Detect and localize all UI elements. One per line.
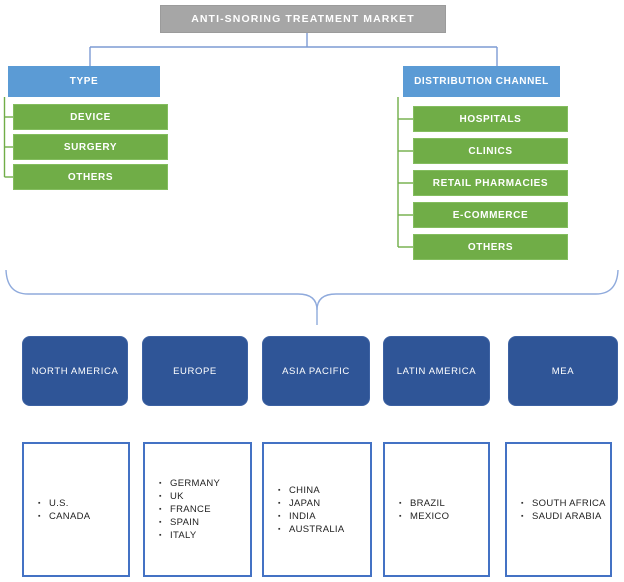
country-item: FRANCE: [159, 503, 220, 516]
countries-europe: GERMANY UK FRANCE SPAIN ITALY: [143, 442, 252, 577]
countries-asia-pacific: CHINA JAPAN INDIA AUSTRALIA: [262, 442, 372, 577]
segment-type: TYPE: [8, 66, 160, 97]
country-item: CHINA: [278, 484, 345, 497]
country-item: BRAZIL: [399, 497, 449, 510]
region-asia-pacific: ASIA PACIFIC: [262, 336, 370, 406]
country-item: GERMANY: [159, 477, 220, 490]
country-item: SOUTH AFRICA: [521, 497, 606, 510]
country-list: GERMANY UK FRANCE SPAIN ITALY: [145, 477, 224, 542]
channel-item-clinics: CLINICS: [413, 138, 568, 164]
type-item-others: OTHERS: [13, 164, 168, 190]
country-list: SOUTH AFRICA SAUDI ARABIA: [507, 497, 610, 523]
country-item: MEXICO: [399, 510, 449, 523]
type-bracket: [3, 97, 13, 178]
diagram-title: ANTI-SNORING TREATMENT MARKET: [160, 5, 446, 33]
region-north-america: NORTH AMERICA: [22, 336, 128, 406]
country-item: JAPAN: [278, 497, 345, 510]
type-item-device: DEVICE: [13, 104, 168, 130]
countries-north-america: U.S. CANADA: [22, 442, 130, 577]
region-latin-america: LATIN AMERICA: [383, 336, 490, 406]
country-item: SPAIN: [159, 516, 220, 529]
region-europe: EUROPE: [142, 336, 248, 406]
region-mea: MEA: [508, 336, 618, 406]
countries-mea: SOUTH AFRICA SAUDI ARABIA: [505, 442, 612, 577]
country-list: CHINA JAPAN INDIA AUSTRALIA: [264, 484, 349, 536]
type-item-surgery: SURGERY: [13, 134, 168, 160]
channel-item-ecommerce: E-COMMERCE: [413, 202, 568, 228]
country-item: INDIA: [278, 510, 345, 523]
curly-brace: [5, 269, 619, 325]
country-item: U.S.: [38, 497, 90, 510]
channel-item-retail-pharmacies: RETAIL PHARMACIES: [413, 170, 568, 196]
channel-item-hospitals: HOSPITALS: [413, 106, 568, 132]
country-item: AUSTRALIA: [278, 523, 345, 536]
country-list: BRAZIL MEXICO: [385, 497, 453, 523]
countries-latin-america: BRAZIL MEXICO: [383, 442, 490, 577]
distribution-bracket: [397, 97, 413, 248]
country-item: CANADA: [38, 510, 90, 523]
country-list: U.S. CANADA: [24, 497, 94, 523]
country-item: ITALY: [159, 529, 220, 542]
channel-item-others: OTHERS: [413, 234, 568, 260]
country-item: SAUDI ARABIA: [521, 510, 606, 523]
segment-distribution-channel: DISTRIBUTION CHANNEL: [403, 66, 560, 97]
country-item: UK: [159, 490, 220, 503]
